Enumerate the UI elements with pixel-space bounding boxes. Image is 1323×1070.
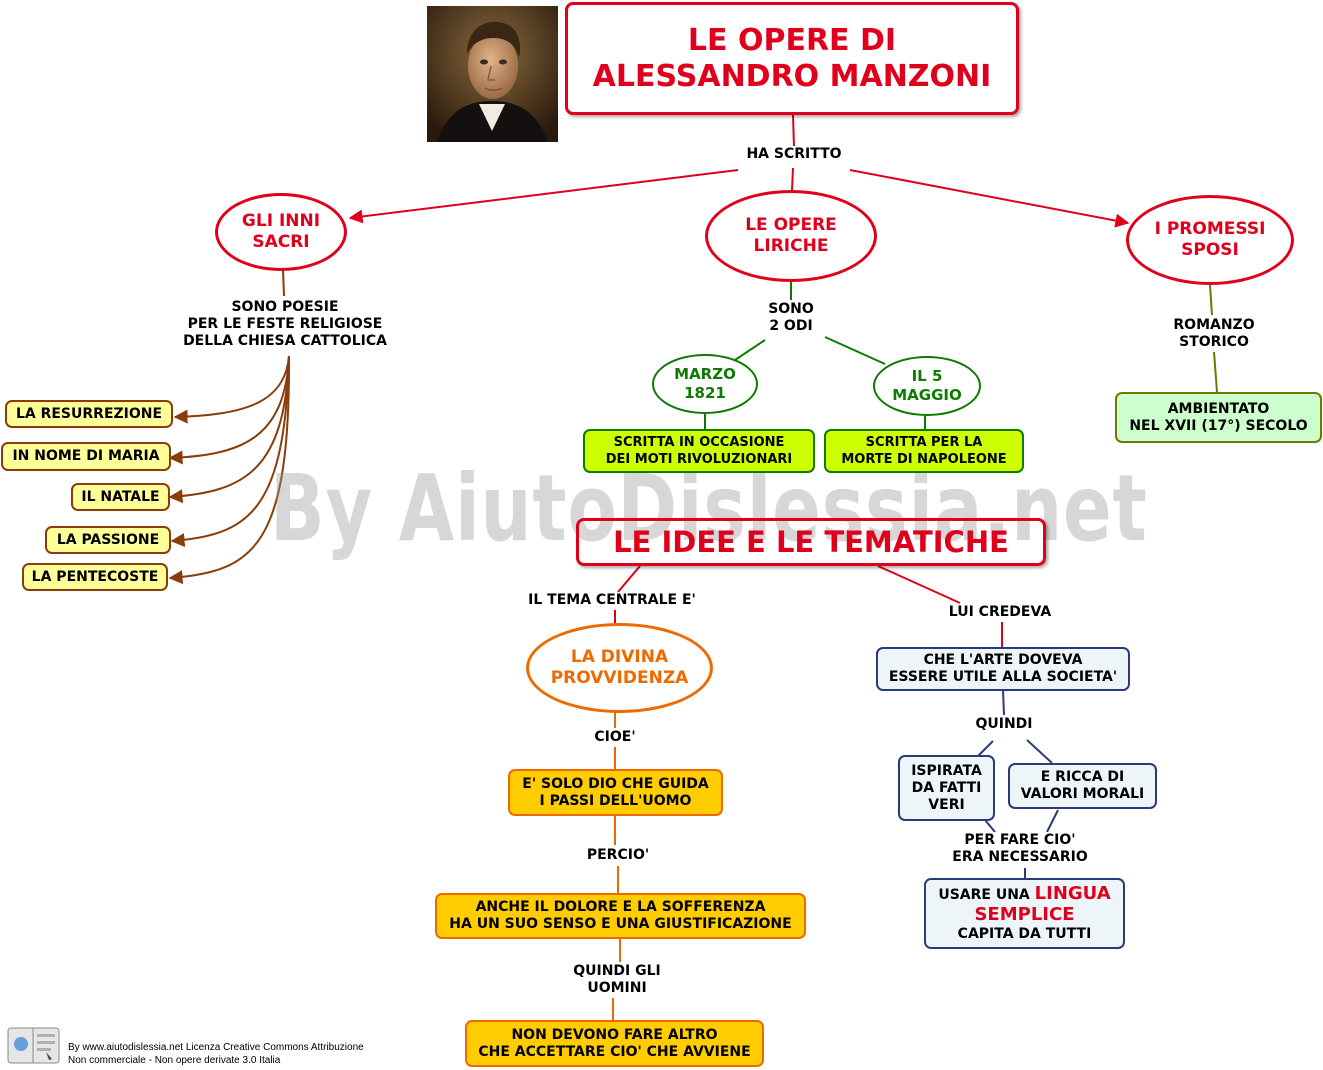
arrow-pentecoste (168, 355, 291, 585)
line-to-marzo (734, 339, 766, 361)
inni-description: SONO POESIE PER LE FESTE RELIGIOSE DELLA… (176, 299, 394, 350)
node-opere-liriche: LE OPERE LIRICHE (705, 190, 877, 282)
arrow-to-promessi (849, 169, 1130, 228)
line-to-maggio (824, 336, 886, 365)
link-sono-2-odi: SONO 2 ODI (756, 301, 826, 335)
box-valori-morali: E RICCA DI VALORI MORALI (1008, 763, 1157, 809)
link-lui-credeva: LUI CREDEVA (940, 604, 1060, 621)
arrow-to-inni (348, 169, 739, 224)
link-quindi: QUINDI (966, 716, 1042, 733)
box-dolore: ANCHE IL DOLORE E LA SOFFERENZA HA UN SU… (435, 893, 806, 939)
promessi-description: AMBIENTATO NEL XVII (17°) SECOLO (1115, 392, 1322, 443)
line-quindi-ispirata (976, 740, 994, 758)
book-icon-drawing (7, 1027, 60, 1064)
footer-line-1: By www.aiutodislessia.net Licenza Creati… (68, 1042, 364, 1053)
marzo-description: SCRITTA IN OCCASIONE DEI MOTI RIVOLUZION… (583, 429, 815, 473)
line-valori-perfare (1046, 809, 1059, 833)
line-promessi-link (1209, 284, 1213, 316)
inni-item-pentecoste: LA PENTECOSTE (22, 563, 168, 591)
lingua-highlight-1: LINGUA (1034, 882, 1111, 904)
arrow-passione (170, 355, 290, 548)
node-promessi-sposi: I PROMESSI SPOSI (1126, 195, 1294, 285)
node-5-maggio: IL 5 MAGGIO (873, 356, 981, 416)
portrait-image (427, 6, 558, 142)
link-romanzo-storico: ROMANZO STORICO (1166, 317, 1262, 351)
inni-item-passione: LA PASSIONE (45, 526, 171, 554)
line-quindi-valori (1026, 739, 1053, 764)
box-arte-utile: CHE L'ARTE DOVEVA ESSERE UTILE ALLA SOCI… (876, 647, 1130, 691)
inni-item-nome-maria: IN NOME DI MARIA (1, 442, 171, 471)
box-accettare: NON DEVONO FARE ALTRO CHE ACCETTARE CIO'… (465, 1020, 764, 1067)
main-title: LE OPERE DI ALESSANDRO MANZONI (565, 2, 1019, 115)
node-inni-sacri: GLI INNI SACRI (215, 193, 347, 271)
lingua-pre: USARE UNA (938, 886, 1035, 903)
maggio-description: SCRITTA PER LA MORTE DI NAPOLEONE (824, 429, 1024, 473)
inni-item-resurrezione: LA RESURREZIONE (5, 400, 173, 428)
portrait-drawing (427, 6, 558, 142)
footer-license-text: By www.aiutodislessia.net Licenza Creati… (68, 1041, 364, 1067)
line-title-link (792, 114, 795, 148)
link-per-fare-cio: PER FARE CIO' ERA NECESSARIO (944, 832, 1096, 866)
arrow-resurrezione (173, 355, 290, 424)
node-divina-provvidenza: LA DIVINA PROVVIDENZA (526, 623, 713, 713)
line-promessi-desc (1213, 351, 1218, 393)
node-marzo-1821: MARZO 1821 (652, 354, 758, 414)
box-lingua-semplice: USARE UNA LINGUA SEMPLICE CAPITA DA TUTT… (924, 878, 1125, 949)
link-tema-centrale: IL TEMA CENTRALE E' (520, 592, 704, 609)
line-inni-desc (282, 269, 285, 297)
arrow-nome-maria (168, 355, 290, 465)
link-percio: PERCIO' (578, 847, 658, 864)
line-to-liriche (791, 167, 794, 191)
line-arte-quindi (1002, 689, 1005, 716)
box-ispirata-fatti-veri: ISPIRATA DA FATTI VERI (898, 755, 995, 821)
link-ha-scritto: HA SCRITTO (738, 146, 850, 163)
lingua-line1: USARE UNA LINGUA (938, 882, 1111, 905)
lingua-post: CAPITA DA TUTTI (957, 925, 1092, 942)
lingua-highlight-2: SEMPLICE (974, 903, 1075, 925)
footer-line-2: Non commerciale - Non opere derivate 3.0… (68, 1055, 281, 1066)
node-idee-tematiche: LE IDEE E LE TEMATICHE (576, 518, 1046, 566)
inni-item-natale: IL NATALE (71, 483, 170, 511)
link-cioe: CIOE' (585, 729, 645, 746)
footer-book-icon (6, 1024, 61, 1066)
box-solo-dio: E' SOLO DIO CHE GUIDA I PASSI DELL'UOMO (508, 769, 723, 816)
arrow-natale (168, 355, 290, 504)
line-ispirata-perfare (984, 819, 996, 833)
line-idee-credeva (877, 565, 961, 604)
link-quindi-gli-uomini: QUINDI GLI UOMINI (560, 963, 674, 997)
line-idee-tema (617, 565, 641, 593)
